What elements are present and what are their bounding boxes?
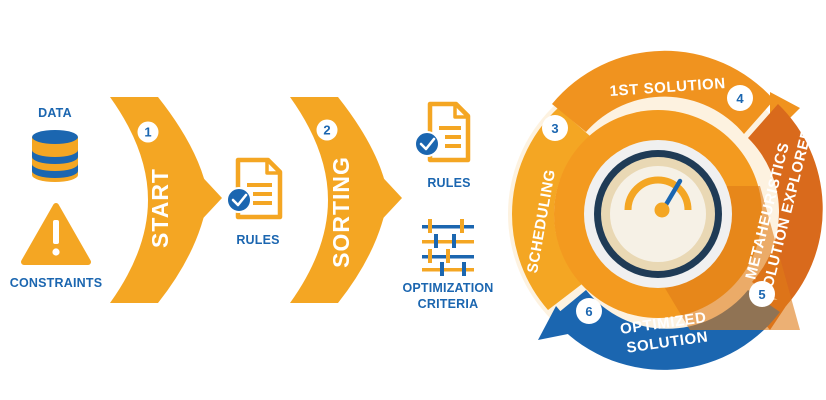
first-solution-segment	[552, 50, 774, 134]
optimization-sliders-icon	[422, 219, 474, 276]
start-step-label: START	[147, 168, 173, 248]
data-label: DATA	[38, 106, 72, 120]
step-2-number: 2	[323, 123, 330, 138]
rules-label-2: RULES	[427, 176, 470, 190]
sorting-step-arrow: 2 SORTING	[290, 97, 402, 303]
constraints-warning-icon	[21, 203, 91, 265]
step-6-number: 6	[585, 304, 592, 319]
dial-arc	[624, 176, 692, 211]
step-4-number: 4	[736, 91, 744, 106]
optimization-criteria-label-line1: OPTIMIZATION	[402, 281, 493, 295]
rules-document-icon-2	[414, 101, 471, 163]
constraints-label: CONSTRAINTS	[10, 276, 102, 290]
step-1-badge	[137, 121, 159, 143]
step-6-badge	[576, 298, 602, 324]
rules-label-1: RULES	[236, 233, 279, 247]
dial-needle	[661, 178, 683, 211]
optimization-criteria-label-line2: CRITERIA	[418, 297, 479, 311]
step-5-badge	[749, 281, 775, 307]
scheduling-segment	[512, 108, 590, 214]
step-2-badge	[316, 119, 338, 141]
optimized-solution-segment	[552, 290, 780, 370]
step-3-number: 3	[551, 121, 558, 136]
data-database-icon	[32, 130, 78, 182]
step-3-badge	[542, 115, 568, 141]
start-step-arrow: 1 START	[110, 97, 222, 303]
metaheuristics-segment	[748, 104, 823, 306]
step-1-number: 1	[144, 125, 151, 140]
sorting-step-label: SORTING	[328, 156, 354, 268]
step-5-number: 5	[758, 287, 765, 302]
step-4-badge	[727, 85, 753, 111]
rules-document-icon	[226, 157, 283, 220]
solution-cycle	[508, 50, 823, 370]
